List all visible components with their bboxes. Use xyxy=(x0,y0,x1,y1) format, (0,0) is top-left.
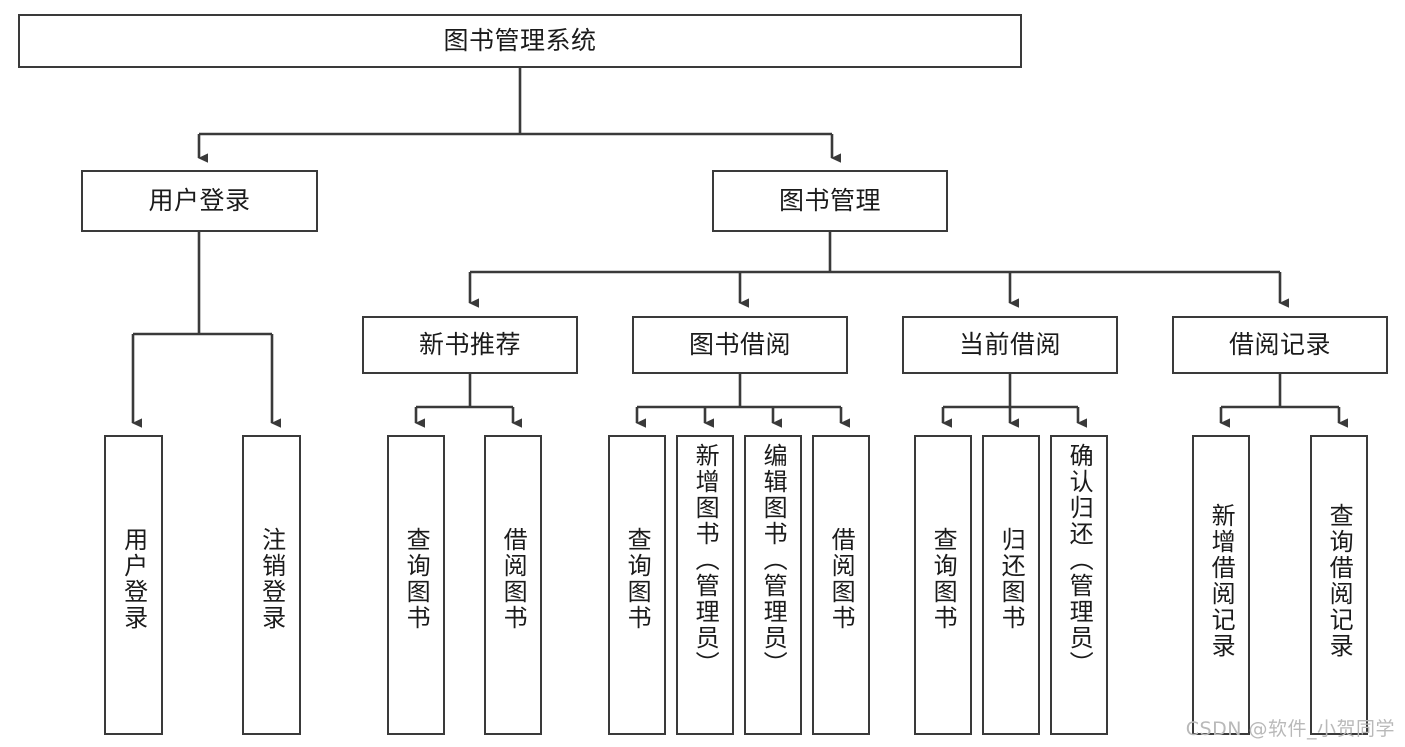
watermark-text: CSDN @软件_小贺同学 xyxy=(1185,718,1395,740)
node-user-login[interactable]: 用户登录 xyxy=(81,170,318,232)
node-leaf-user-logout[interactable]: 注销登录 xyxy=(242,435,301,735)
node-label: 确认归还（管理员） xyxy=(1065,443,1094,677)
node-leaf-add-record[interactable]: 新增借阅记录 xyxy=(1192,435,1250,735)
node-leaf-confirm-return[interactable]: 确认归还（管理员） xyxy=(1050,435,1108,735)
node-label: 图书管理 xyxy=(778,186,881,216)
node-label: 当前借阅 xyxy=(958,330,1061,360)
node-leaf-edit-book[interactable]: 编辑图书（管理员） xyxy=(744,435,802,735)
node-label: 图书管理系统 xyxy=(443,26,597,56)
node-book-management-system[interactable]: 图书管理系统 xyxy=(18,14,1022,68)
node-label: 新增借阅记录 xyxy=(1207,503,1236,659)
node-label: 查询图书 xyxy=(929,527,958,631)
node-label: 查询借阅记录 xyxy=(1325,503,1354,659)
node-label: 新书推荐 xyxy=(418,330,521,360)
node-leaf-query-book-2[interactable]: 查询图书 xyxy=(608,435,666,735)
node-book-management[interactable]: 图书管理 xyxy=(712,170,948,232)
node-label: 查询图书 xyxy=(402,527,431,631)
node-leaf-query-book-1[interactable]: 查询图书 xyxy=(387,435,445,735)
node-label: 编辑图书（管理员） xyxy=(759,443,788,677)
node-borrow-record[interactable]: 借阅记录 xyxy=(1172,316,1388,374)
node-label: 注销登录 xyxy=(257,527,286,631)
node-label: 借阅图书 xyxy=(827,527,856,631)
node-label: 新增图书（管理员） xyxy=(691,443,720,677)
node-leaf-query-book-3[interactable]: 查询图书 xyxy=(914,435,972,735)
node-leaf-return-book[interactable]: 归还图书 xyxy=(982,435,1040,735)
node-new-book-recommend[interactable]: 新书推荐 xyxy=(362,316,578,374)
node-leaf-user-login[interactable]: 用户登录 xyxy=(104,435,163,735)
node-label: 归还图书 xyxy=(997,527,1026,631)
node-label: 借阅记录 xyxy=(1228,330,1331,360)
node-label: 用户登录 xyxy=(148,186,251,216)
node-label: 图书借阅 xyxy=(688,330,791,360)
node-label: 用户登录 xyxy=(119,527,148,631)
node-book-borrow[interactable]: 图书借阅 xyxy=(632,316,848,374)
node-leaf-borrow-book-1[interactable]: 借阅图书 xyxy=(484,435,542,735)
node-leaf-query-record[interactable]: 查询借阅记录 xyxy=(1310,435,1368,735)
node-leaf-borrow-book-2[interactable]: 借阅图书 xyxy=(812,435,870,735)
node-leaf-add-book[interactable]: 新增图书（管理员） xyxy=(676,435,734,735)
node-label: 查询图书 xyxy=(623,527,652,631)
node-current-borrow[interactable]: 当前借阅 xyxy=(902,316,1118,374)
node-label: 借阅图书 xyxy=(499,527,528,631)
